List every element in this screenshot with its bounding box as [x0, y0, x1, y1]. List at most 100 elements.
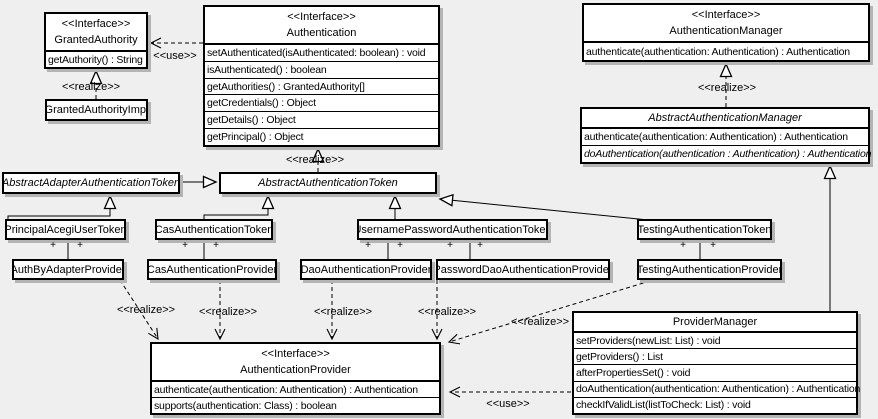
methods-compartment: authenticate(authentication: Authenticat…	[582, 127, 871, 162]
class-cas-authentication-token: CasAuthenticationToken	[155, 219, 273, 240]
class-name: CasAuthenticationProvider	[149, 263, 275, 276]
class-header: AbstractAdapterAuthenticationToken	[4, 174, 178, 192]
class-header: PasswordDaoAuthenticationProvider	[438, 261, 608, 278]
assoc-end-marker: +	[477, 240, 483, 251]
stereotype: <<Interface>>	[61, 18, 131, 30]
realize-edge-testing-provider	[447, 280, 651, 345]
class-name: GrantedAuthorityImpl	[47, 104, 146, 116]
class-header: TestingAuthenticationProvider	[639, 261, 780, 278]
use-label-authentication-grantedauthority: <<use>>	[153, 50, 197, 62]
method: authenticate(authentication: Authenticat…	[584, 131, 848, 143]
generalization-cas-authentication-token	[203, 194, 275, 219]
class-abstract-adapter-authentication-token: AbstractAdapterAuthenticationToken	[2, 172, 180, 194]
class-provider-manager: ProviderManager setProviders(newList: Li…	[572, 311, 860, 415]
class-header: AbstractAuthenticationManager	[582, 109, 868, 127]
realize-label-authbyadapter-provider: <<realize>>	[116, 304, 176, 316]
method: checkIfValidList(listToCheck: List) : vo…	[574, 396, 856, 413]
method: getPrincipal() : Object	[205, 128, 438, 145]
class-abstract-authentication-token: AbstractAuthenticationToken	[219, 172, 437, 194]
class-name: GrantedAuthority	[54, 34, 138, 46]
use-label-providermanager: <<use>>	[486, 398, 530, 410]
class-name: AbstractAuthenticationToken	[258, 177, 398, 189]
class-header: UsernamePasswordAuthenticationToken	[359, 221, 546, 238]
methods-compartment: setAuthenticated(isAuthenticated: boolea…	[205, 43, 438, 145]
class-name: AuthenticationManager	[669, 25, 783, 37]
method: isAuthenticated() : boolean	[205, 60, 438, 78]
class-granted-authority-impl: GrantedAuthorityImpl	[45, 99, 148, 121]
class-name: PrincipalAcegiUserToken	[7, 223, 124, 236]
class-header: <<Interface>> Authentication	[205, 7, 438, 43]
method: getAuthority() : String	[48, 53, 143, 66]
method: supports(authentication: Class) : boolea…	[152, 397, 439, 413]
class-name: AuthenticationProvider	[240, 364, 351, 376]
class-header: AbstractAuthenticationToken	[221, 174, 435, 192]
realize-label-abstract-authentication-manager: <<realize>>	[697, 82, 757, 94]
class-header: TestingAuthenticationToken	[639, 221, 770, 238]
class-name: UsernamePasswordAuthenticationToken	[359, 223, 546, 236]
assoc-end-marker: +	[182, 240, 188, 251]
class-name: AbstractAuthenticationManager	[648, 112, 802, 124]
realize-label-passworddao-provider: <<realize>>	[417, 306, 477, 318]
method: afterPropertiesSet() : void	[574, 364, 856, 380]
class-header: PrincipalAcegiUserToken	[7, 221, 124, 238]
class-header: DaoAuthenticationProvider	[302, 261, 430, 278]
assoc-end-marker: +	[397, 240, 403, 251]
class-username-password-authentication-token: UsernamePasswordAuthenticationToken	[357, 219, 548, 240]
class-name: TestingAuthenticationProvider	[639, 263, 780, 276]
method: doAuthentication(authentication: Authent…	[574, 380, 860, 397]
generalization-testing-token	[438, 193, 649, 221]
class-header: GrantedAuthorityImpl	[47, 101, 146, 119]
method: authenticate(authentication: Authenticat…	[586, 45, 850, 58]
method: getCredentials() : Object	[205, 94, 438, 111]
class-name: PasswordDaoAuthenticationProvider	[438, 263, 608, 276]
class-testing-authentication-token: TestingAuthenticationToken	[637, 219, 772, 240]
methods-compartment: getAuthority() : String	[46, 50, 146, 67]
class-password-dao-authentication-provider: PasswordDaoAuthenticationProvider	[436, 259, 610, 280]
realize-label-grantedauthorityimpl: <<realize>>	[61, 81, 121, 93]
class-name: CasAuthenticationToken	[157, 223, 271, 236]
realize-edge-authbyadapter-provider	[119, 279, 159, 341]
class-auth-by-adapter-provider: AuthByAdapterProvider	[12, 259, 124, 280]
assoc-end-marker: +	[365, 240, 371, 251]
class-name: AbstractAdapterAuthenticationToken	[4, 177, 178, 189]
stereotype: <<Interface>>	[691, 9, 761, 21]
method: getDetails() : Object	[205, 111, 438, 128]
class-authentication-manager: <<Interface>> AuthenticationManager auth…	[582, 3, 870, 62]
generalization-principal-acegi-user-token	[7, 194, 117, 219]
class-name: TestingAuthenticationToken	[639, 223, 770, 236]
realize-label-cas-provider: <<realize>>	[198, 306, 258, 318]
class-name: Authentication	[286, 27, 357, 39]
class-name: DaoAuthenticationProvider	[302, 263, 430, 276]
method: authenticate(authentication: Authenticat…	[154, 383, 418, 396]
realize-label-abstract-authentication-token: <<realize>>	[285, 154, 345, 166]
assoc-end-marker: +	[680, 240, 686, 251]
method: getAuthorities() : GrantedAuthority[]	[205, 77, 438, 95]
abstract-method: doAuthentication(authentication : Authen…	[582, 145, 871, 162]
class-header: CasAuthenticationToken	[157, 221, 271, 238]
method: setAuthenticated(isAuthenticated: boolea…	[207, 46, 426, 59]
class-abstract-authentication-manager: AbstractAuthenticationManager authentica…	[580, 107, 871, 164]
methods-compartment: authenticate(authentication: Authenticat…	[584, 41, 868, 60]
class-header: AuthByAdapterProvider	[14, 261, 122, 278]
class-header: <<Interface>> GrantedAuthority	[46, 14, 146, 50]
assoc-end-marker: +	[710, 240, 716, 251]
class-header: <<Interface>> AuthenticationManager	[584, 5, 868, 41]
assoc-end-marker: +	[213, 240, 219, 251]
class-header: <<Interface>> AuthenticationProvider	[152, 344, 439, 380]
class-cas-authentication-provider: CasAuthenticationProvider	[147, 259, 277, 280]
class-name: ProviderManager	[672, 316, 758, 328]
class-granted-authority: <<Interface>> GrantedAuthority getAuthor…	[44, 12, 148, 69]
realize-label-testing-provider: <<realize>>	[510, 316, 570, 328]
class-header: ProviderManager	[574, 313, 856, 331]
class-header: CasAuthenticationProvider	[149, 261, 275, 278]
assoc-end-marker: +	[447, 240, 453, 251]
methods-compartment: authenticate(authentication: Authenticat…	[152, 380, 439, 413]
assoc-end-marker: +	[77, 240, 83, 251]
method: setProviders(newList: List) : void	[576, 334, 721, 347]
class-authentication-provider: <<Interface>> AuthenticationProvider aut…	[150, 342, 441, 415]
method: getProviders() : List	[574, 348, 856, 364]
stereotype: <<Interface>>	[261, 348, 330, 360]
assoc-end-marker: +	[50, 240, 56, 251]
